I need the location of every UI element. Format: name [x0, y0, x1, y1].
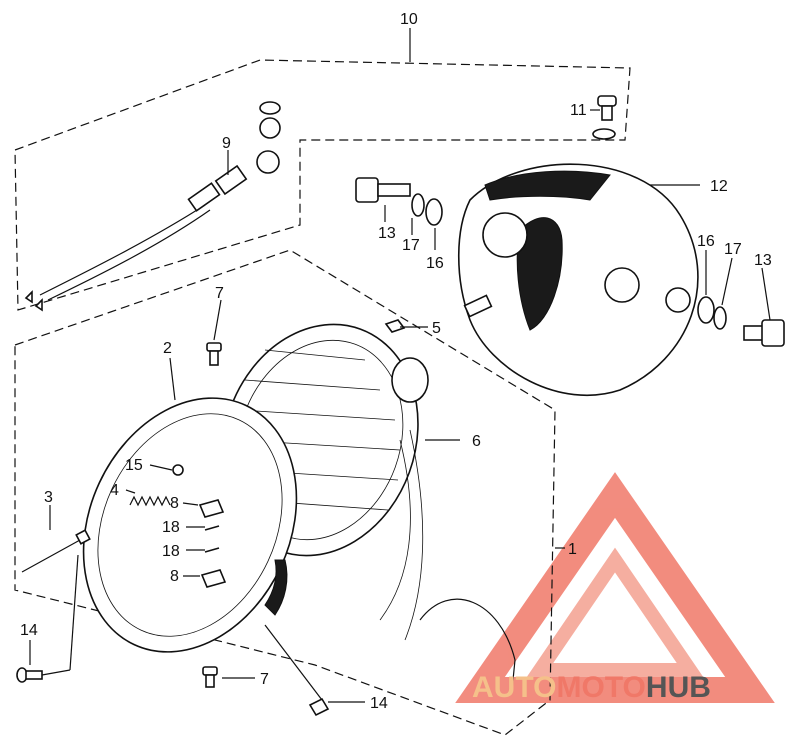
clip-5 [384, 319, 406, 333]
screw-7-top [206, 342, 222, 366]
label-14-bottom: 14 [370, 695, 388, 712]
label-18-top: 18 [162, 519, 180, 536]
clips-8-18 [198, 499, 227, 588]
label-17-left: 17 [402, 237, 420, 254]
label-8-bottom: 8 [170, 568, 179, 585]
automotohub-logo [455, 472, 775, 703]
label-17-right: 17 [724, 241, 742, 258]
label-13-right: 13 [754, 252, 772, 269]
bolt-13-right [697, 296, 785, 347]
label-15: 15 [125, 457, 143, 474]
group-10-boundary [14, 28, 631, 311]
leader-lines [29, 109, 771, 703]
label-8-top: 8 [170, 495, 179, 512]
label-7-bottom: 7 [260, 671, 269, 688]
screw-14-left [16, 554, 79, 683]
watermark-text: AUTOMOTOHUB [472, 671, 711, 704]
part-labels: 10 11 12 9 13 17 16 16 17 13 7 5 2 6 15 … [20, 11, 772, 712]
wiring-harness [24, 101, 281, 312]
label-13-left: 13 [378, 225, 396, 242]
label-5: 5 [432, 320, 441, 337]
label-6: 6 [472, 433, 481, 450]
label-16-left: 16 [426, 255, 444, 272]
headlight-case [457, 163, 699, 396]
label-1: 1 [568, 541, 577, 558]
label-11: 11 [570, 102, 587, 119]
watermark-moto: MOTO [556, 671, 645, 704]
screw-7-bottom [202, 666, 218, 688]
label-10: 10 [400, 11, 418, 28]
label-12: 12 [710, 178, 728, 195]
screw-14-bottom [264, 624, 330, 717]
watermark-hub: HUB [646, 671, 711, 704]
bolt-13-left [355, 177, 443, 226]
label-7-top: 7 [215, 285, 224, 302]
label-4: 4 [110, 482, 119, 499]
label-14-left: 14 [20, 622, 38, 639]
label-9: 9 [222, 135, 231, 152]
screw-11 [592, 95, 617, 140]
group-1-boundary [14, 249, 565, 736]
label-2: 2 [163, 340, 172, 357]
label-16-right: 16 [697, 233, 715, 250]
label-18-bottom: 18 [162, 543, 180, 560]
headlight-rim [82, 397, 298, 653]
spring-4 [129, 464, 184, 507]
watermark-auto: AUTO [472, 671, 556, 704]
screw-3 [21, 529, 91, 573]
label-3: 3 [44, 489, 53, 506]
